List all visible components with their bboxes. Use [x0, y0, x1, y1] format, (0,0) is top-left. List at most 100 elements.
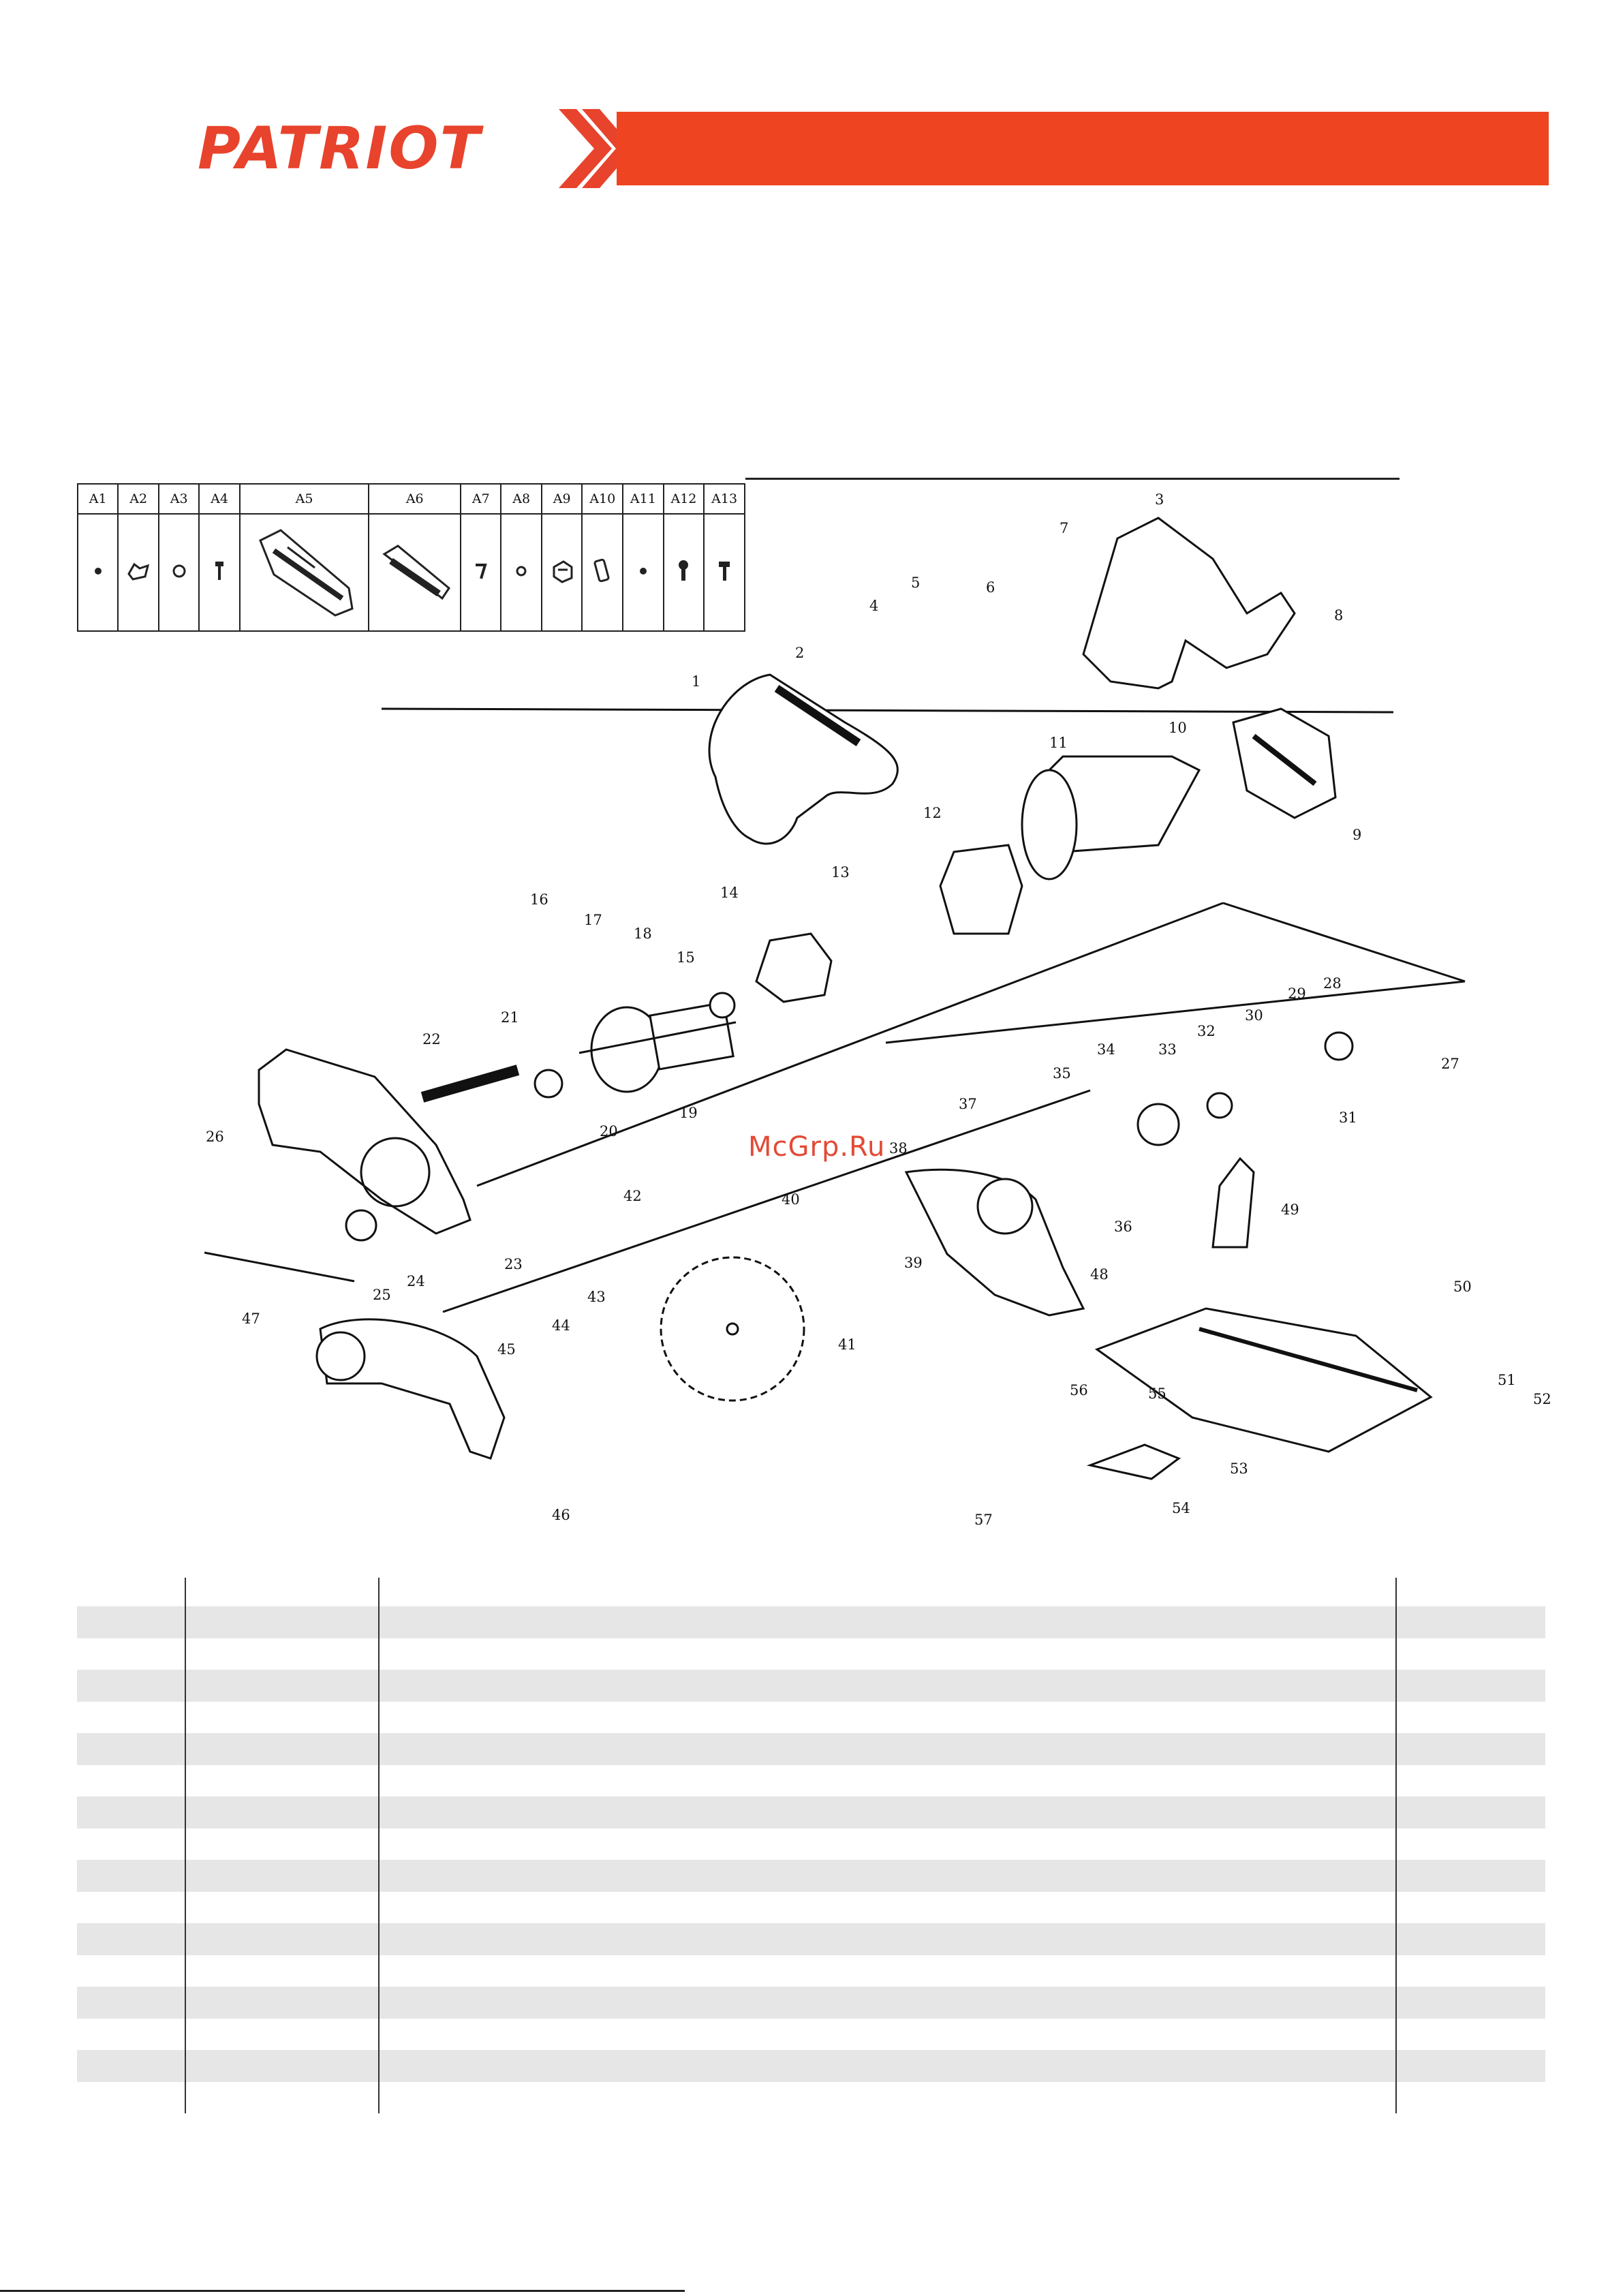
- acc-header: A13: [703, 483, 745, 515]
- acc-part-a5: [238, 513, 370, 632]
- table-row: [77, 2081, 1545, 2113]
- callout-8: 8: [1334, 607, 1343, 624]
- header-band: [617, 112, 1549, 185]
- acc-header: A4: [198, 483, 241, 515]
- callout-45: 45: [497, 1341, 516, 1358]
- divider: [745, 478, 1400, 480]
- acc-header: A9: [540, 483, 583, 515]
- callout-38: 38: [889, 1140, 908, 1157]
- table-row: [77, 1733, 1545, 1765]
- table-row: [77, 1987, 1545, 2019]
- callout-35: 35: [1053, 1065, 1071, 1082]
- callout-14: 14: [720, 885, 739, 901]
- accessory-table: A1 A2 A3 A4 A5 A6 A7 A8 A9 A10 A11 A12 A…: [76, 483, 745, 632]
- patriot-logo: PATRIOT: [198, 114, 482, 183]
- callout-24: 24: [407, 1273, 425, 1289]
- callout-37: 37: [959, 1096, 977, 1112]
- acc-header: A3: [157, 483, 200, 515]
- callout-22: 22: [422, 1031, 441, 1047]
- table-row: [77, 2018, 1545, 2050]
- acc-part-a4: [198, 513, 241, 632]
- callout-28: 28: [1323, 975, 1342, 992]
- acc-part-a7: [460, 513, 502, 632]
- callout-2: 2: [795, 645, 804, 661]
- callout-9: 9: [1352, 827, 1361, 843]
- callout-32: 32: [1197, 1023, 1216, 1039]
- table-row: [77, 1764, 1545, 1796]
- table-row: [77, 1860, 1545, 1892]
- acc-header: A12: [662, 483, 705, 515]
- callout-5: 5: [911, 575, 920, 591]
- acc-header: A10: [581, 483, 624, 515]
- acc-part-a11: [622, 513, 664, 632]
- acc-header: A5: [238, 483, 370, 515]
- callout-50: 50: [1453, 1279, 1472, 1295]
- callout-19: 19: [679, 1105, 698, 1121]
- footer-divider: [0, 2290, 685, 2292]
- table-row: [77, 1891, 1545, 1923]
- callout-17: 17: [584, 912, 602, 928]
- acc-header: A8: [500, 483, 542, 515]
- table-row: [77, 1606, 1545, 1638]
- acc-part-a3: [157, 513, 200, 632]
- callout-13: 13: [831, 864, 850, 881]
- callout-55: 55: [1148, 1386, 1166, 1402]
- callout-7: 7: [1060, 520, 1068, 536]
- table-row: [77, 1796, 1545, 1828]
- callout-26: 26: [206, 1129, 224, 1145]
- callout-1: 1: [692, 673, 700, 690]
- callout-33: 33: [1158, 1041, 1177, 1058]
- callout-40: 40: [782, 1191, 800, 1208]
- callout-16: 16: [530, 891, 548, 908]
- callout-47: 47: [242, 1311, 260, 1327]
- callout-36: 36: [1114, 1219, 1132, 1235]
- callout-43: 43: [587, 1289, 606, 1305]
- exploded-view-diagram: 1 2 3 4 5 6 7 8 9 10 11 12 13 14 15 16 1…: [204, 491, 1551, 1528]
- callout-57: 57: [974, 1512, 993, 1528]
- table-row: [77, 1670, 1545, 1702]
- callout-29: 29: [1288, 985, 1306, 1002]
- acc-part-a6: [368, 513, 462, 632]
- callout-4: 4: [869, 598, 878, 614]
- acc-part-a13: [703, 513, 745, 632]
- callout-49: 49: [1281, 1201, 1299, 1218]
- callout-39: 39: [904, 1255, 923, 1271]
- callout-25: 25: [373, 1287, 391, 1303]
- callout-30: 30: [1245, 1007, 1263, 1024]
- callout-15: 15: [677, 949, 695, 966]
- callout-46: 46: [552, 1507, 570, 1523]
- acc-part-a8: [500, 513, 542, 632]
- callout-11: 11: [1049, 735, 1068, 751]
- callout-18: 18: [634, 925, 652, 942]
- table-row: [77, 1955, 1545, 1987]
- acc-part-a1: [76, 513, 119, 632]
- callout-34: 34: [1097, 1041, 1115, 1058]
- callout-labels: 1 2 3 4 5 6 7 8 9 10 11 12 13 14 15 16 1…: [206, 491, 1551, 1528]
- callout-42: 42: [623, 1188, 642, 1204]
- acc-header: A11: [622, 483, 664, 515]
- acc-part-a10: [581, 513, 624, 632]
- callout-21: 21: [501, 1009, 519, 1026]
- callout-31: 31: [1339, 1109, 1357, 1126]
- callout-10: 10: [1169, 720, 1187, 736]
- callout-52: 52: [1533, 1391, 1551, 1407]
- callout-41: 41: [838, 1336, 856, 1353]
- table-row: [77, 1578, 1545, 1606]
- acc-part-a2: [117, 513, 159, 632]
- acc-header: A6: [368, 483, 462, 515]
- callout-53: 53: [1230, 1460, 1248, 1477]
- callout-48: 48: [1090, 1266, 1109, 1283]
- callout-6: 6: [986, 579, 995, 596]
- callout-3: 3: [1155, 491, 1164, 508]
- acc-header: A7: [460, 483, 502, 515]
- callout-12: 12: [923, 805, 942, 821]
- table-row: [77, 1638, 1545, 1670]
- acc-header: A2: [117, 483, 159, 515]
- callout-54: 54: [1172, 1500, 1190, 1516]
- callout-51: 51: [1498, 1372, 1516, 1388]
- table-row: [77, 2050, 1545, 2082]
- table-row: [77, 1828, 1545, 1860]
- table-row: [77, 1923, 1545, 1955]
- callout-27: 27: [1441, 1056, 1459, 1072]
- acc-header: A1: [76, 483, 119, 515]
